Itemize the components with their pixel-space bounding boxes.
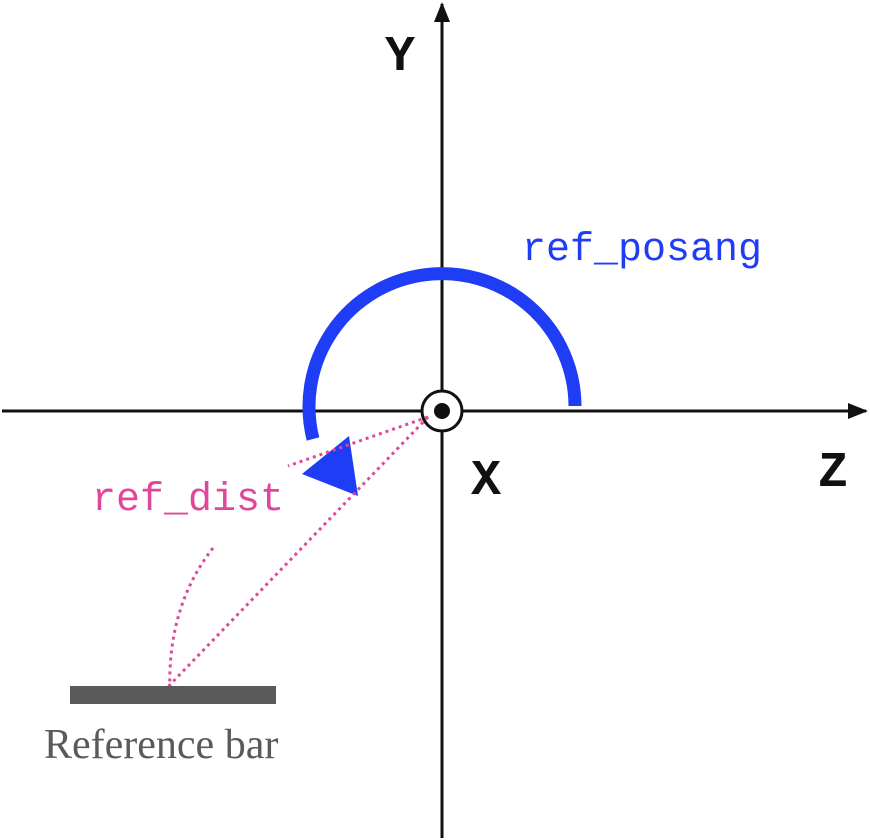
dist-line-lower: [161, 415, 430, 694]
reference-bar-label: Reference bar: [44, 722, 278, 768]
dist-label: ref_dist: [92, 478, 284, 523]
x-axis-label: X: [471, 453, 501, 510]
reference-bar: [70, 686, 276, 704]
x-axis-out-of-page-icon: [420, 389, 464, 433]
posang-label: ref_posang: [522, 228, 762, 273]
z-axis-label: Z: [818, 445, 848, 502]
posang-arc: [302, 267, 582, 441]
dist-leader: [168, 547, 215, 693]
y-axis-label: Y: [385, 29, 415, 86]
posang-arrowhead: [302, 436, 358, 496]
